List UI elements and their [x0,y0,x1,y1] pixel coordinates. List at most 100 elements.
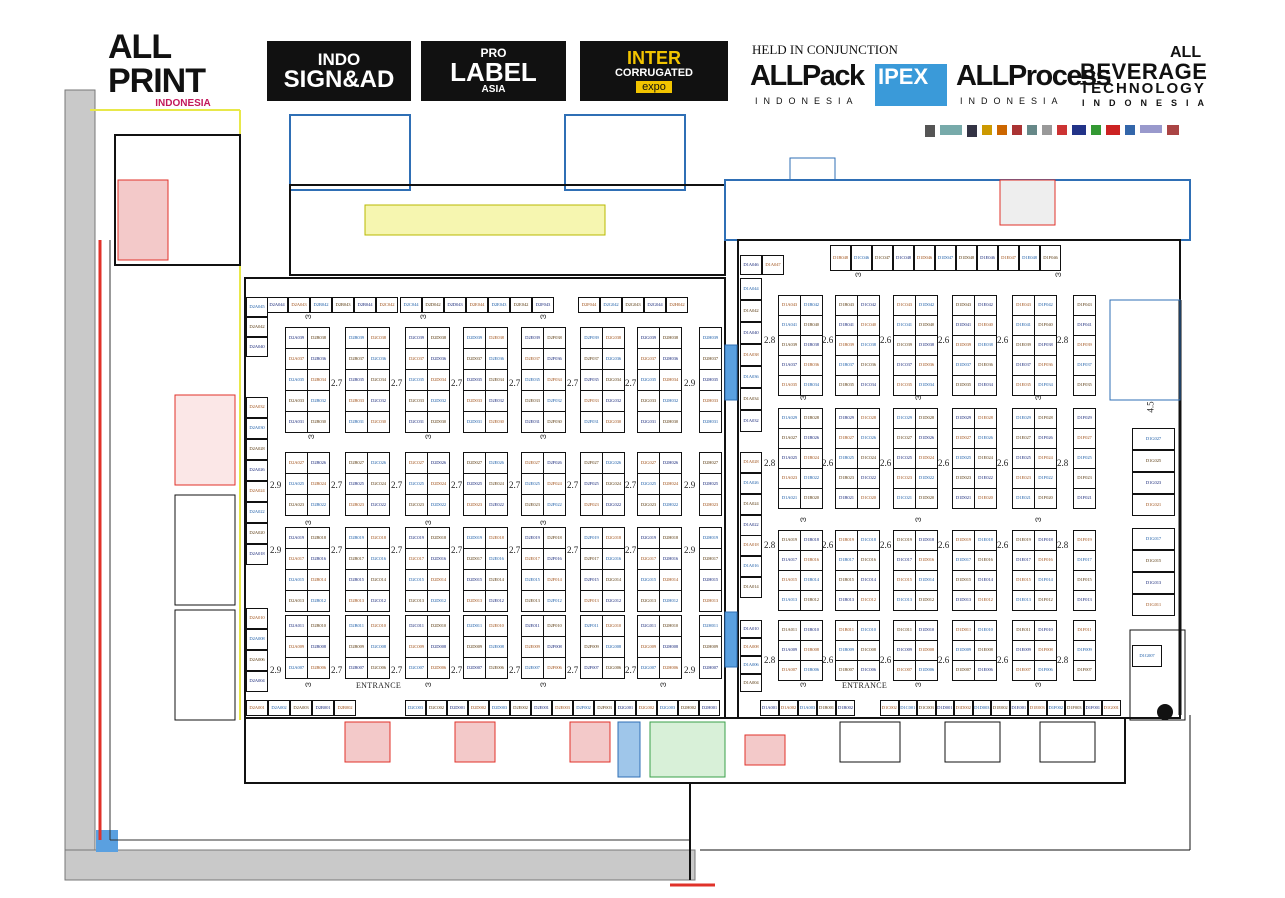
booth-d2b038[interactable]: D2B038 [307,327,330,349]
booth-d2a027[interactable]: D2A027 [285,452,308,474]
booth-d1e001[interactable]: D1E001 [1009,700,1028,716]
booth-d2a020[interactable]: D2A020 [246,523,268,544]
booth-d2d023[interactable]: D2D023 [463,494,486,516]
booth-d1d035[interactable]: D1D035 [952,375,975,396]
booth-d1d002[interactable]: D1D002 [954,700,973,716]
booth-d1d038[interactable]: D1D038 [915,335,938,356]
booth-d1d042[interactable]: D1D042 [915,295,938,316]
booth-d2c002[interactable]: D2C002 [426,700,447,716]
booth-d2b032[interactable]: D2B032 [307,390,330,412]
booth-d1e024[interactable]: D1E024 [974,448,997,469]
booth-d2d001[interactable]: D2D001 [447,700,468,716]
booth-d2g023[interactable]: D2G023 [637,494,660,516]
booth-d1g025[interactable]: D1G025 [1132,450,1175,472]
booth-d1f029[interactable]: D1F029 [1073,408,1096,429]
booth-d2d012[interactable]: D2D012 [427,590,450,612]
booth-d2g003[interactable]: D2G003 [657,700,678,716]
booth-d1d009[interactable]: D1D009 [952,640,975,661]
booth-d1e018[interactable]: D1E018 [974,530,997,551]
booth-d2g001[interactable]: D2G001 [615,700,636,716]
booth-d2e030[interactable]: D2E030 [485,411,508,433]
booth-d1d019[interactable]: D1D019 [952,530,975,551]
booth-d2b006[interactable]: D2B006 [307,657,330,679]
booth-d2g025[interactable]: D2G025 [637,473,660,495]
booth-d1f041[interactable]: D1F041 [1073,315,1096,336]
booth-d2h007[interactable]: D2H007 [699,657,722,679]
booth-d1e046[interactable]: D1E046 [977,245,998,271]
booth-d1f016[interactable]: D1F016 [1034,550,1057,571]
booth-d1e010[interactable]: D1E010 [974,620,997,641]
booth-d2a009[interactable]: D2A009 [285,636,308,658]
booth-d2d024[interactable]: D2D024 [427,473,450,495]
booth-d2h013[interactable]: D2H013 [699,590,722,612]
booth-d1a001[interactable]: D1A001 [760,700,779,716]
booth-d2g016[interactable]: D2G016 [602,548,625,570]
booth-d1b048[interactable]: D1B048 [830,245,851,271]
booth-d2d019[interactable]: D2D019 [463,527,486,549]
booth-d2h006[interactable]: D2H006 [659,657,682,679]
booth-d1g011[interactable]: D1G011 [1132,594,1175,616]
booth-d2h001[interactable]: D2H001 [699,700,720,716]
booth-d2f008[interactable]: D2F008 [543,636,566,658]
booth-d2e038[interactable]: D2E038 [485,327,508,349]
booth-d1g017[interactable]: D1G017 [1132,528,1175,550]
booth-d2e027[interactable]: D2E027 [521,452,544,474]
booth-d1a037[interactable]: D1A037 [778,355,801,376]
booth-d2h039[interactable]: D2H039 [699,327,722,349]
booth-d2a037[interactable]: D2A037 [285,348,308,370]
booth-d2e009[interactable]: D2E009 [521,636,544,658]
booth-d1a046[interactable]: D1A046 [740,255,762,275]
booth-d2a010[interactable]: D2A010 [246,608,268,629]
booth-d1f026[interactable]: D1F026 [1034,428,1057,449]
booth-d1c021[interactable]: D1C021 [893,488,916,509]
booth-d2h032[interactable]: D2H032 [659,390,682,412]
booth-d1b019[interactable]: D1B019 [835,530,858,551]
booth-d1a047[interactable]: D1A047 [762,255,784,275]
booth-d2d018[interactable]: D2D018 [427,527,450,549]
booth-d2c035[interactable]: D2C035 [405,369,428,391]
booth-d2b014[interactable]: D2B014 [307,569,330,591]
booth-d2b013[interactable]: D2B013 [345,590,368,612]
booth-d2h027[interactable]: D2H027 [699,452,722,474]
booth-d2h033[interactable]: D2H033 [699,390,722,412]
booth-d1f012[interactable]: D1F012 [1034,590,1057,611]
booth-d1f010[interactable]: D1F010 [1034,620,1057,641]
booth-d1d027[interactable]: D1D027 [952,428,975,449]
booth-d1d037[interactable]: D1D037 [952,355,975,376]
booth-d1d010[interactable]: D1D010 [915,620,938,641]
booth-d2b027[interactable]: D2B027 [345,452,368,474]
booth-d2e034[interactable]: D2E034 [485,369,508,391]
booth-d2e039[interactable]: D2E039 [521,327,544,349]
booth-d2d038[interactable]: D2D038 [427,327,450,349]
booth-d1f040[interactable]: D1F040 [1034,315,1057,336]
booth-d2f038[interactable]: D2F038 [543,327,566,349]
booth-d2b001[interactable]: D2B001 [312,700,334,716]
booth-d1c040[interactable]: D1C040 [857,315,880,336]
booth-d2d035[interactable]: D2D035 [463,369,486,391]
booth-d2c038[interactable]: D2C038 [367,327,390,349]
booth-d2f026[interactable]: D2F026 [543,452,566,474]
booth-d2b007[interactable]: D2B007 [345,657,368,679]
booth-d1b001[interactable]: D1B001 [817,700,836,716]
booth-d2c018[interactable]: D2C018 [367,527,390,549]
booth-d1d008[interactable]: D1D008 [915,640,938,661]
booth-d2f003[interactable]: D2F003 [594,700,615,716]
booth-d1a038[interactable]: D1A038 [740,344,762,366]
booth-d1f020[interactable]: D1F020 [1034,488,1057,509]
booth-d2b022[interactable]: D2B022 [307,494,330,516]
booth-d1d039[interactable]: D1D039 [952,335,975,356]
booth-d2e019[interactable]: D2E019 [521,527,544,549]
booth-d2g012[interactable]: D2G012 [602,590,625,612]
booth-d1b021[interactable]: D1B021 [835,488,858,509]
booth-d2f010[interactable]: D2F010 [543,615,566,637]
booth-d1c042[interactable]: D1C042 [857,295,880,316]
booth-d2a028[interactable]: D2A028 [246,439,268,460]
booth-d2c017[interactable]: D2C017 [405,548,428,570]
booth-d1e039[interactable]: D1E039 [1012,335,1035,356]
booth-d2g018[interactable]: D2G018 [602,527,625,549]
booth-d2g033[interactable]: D2G033 [637,390,660,412]
booth-d1g021[interactable]: D1G021 [1132,494,1175,516]
booth-d1b035[interactable]: D1B035 [835,375,858,396]
booth-d2f022[interactable]: D2F022 [543,494,566,516]
booth-d1b018[interactable]: D1B018 [800,530,823,551]
